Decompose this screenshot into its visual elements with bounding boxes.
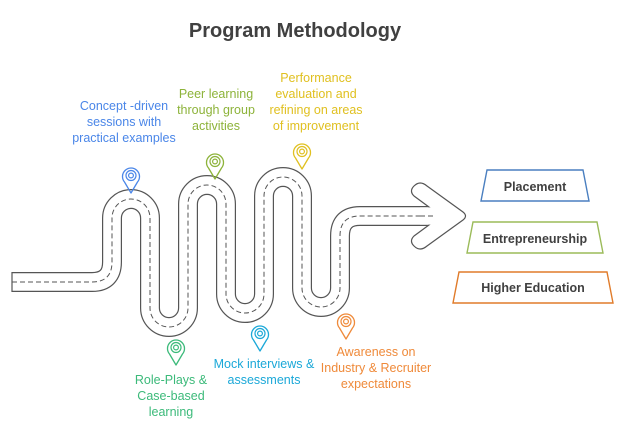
milestone-label-roleplays: Role-Plays & Case-based learning <box>134 373 208 419</box>
milestone-label-mock: Mock interviews & assessments <box>213 357 315 387</box>
location-pin-icon <box>205 153 225 180</box>
location-pin-icon <box>336 313 356 340</box>
road-path <box>11 167 467 337</box>
outcome-higher-education-shape <box>452 271 614 304</box>
outcome-higher-education: Higher Education <box>481 281 585 295</box>
milestone-label-performance: Performance evaluation and refining on a… <box>269 71 363 133</box>
diagram-title: Program Methodology <box>188 20 402 42</box>
outcome-entrepreneurship: Entrepreneurship <box>482 232 588 246</box>
outcome-entrepreneurship-shape <box>466 221 604 254</box>
location-pin-icon <box>292 143 312 170</box>
location-pin-icon <box>121 167 141 194</box>
road-arrow-head <box>410 182 467 250</box>
road-centerline <box>12 176 438 328</box>
location-pin-icon <box>166 339 186 366</box>
milestone-label-concept: Concept -driven sessions with practical … <box>72 99 176 145</box>
outcome-placement: Placement <box>503 180 567 194</box>
milestone-label-peer: Peer learning through group activities <box>177 87 255 133</box>
outcome-placement-shape <box>480 169 590 202</box>
location-pin-icon <box>250 325 270 352</box>
milestone-label-awareness: Awareness on Industry & Recruiter expect… <box>320 345 432 391</box>
